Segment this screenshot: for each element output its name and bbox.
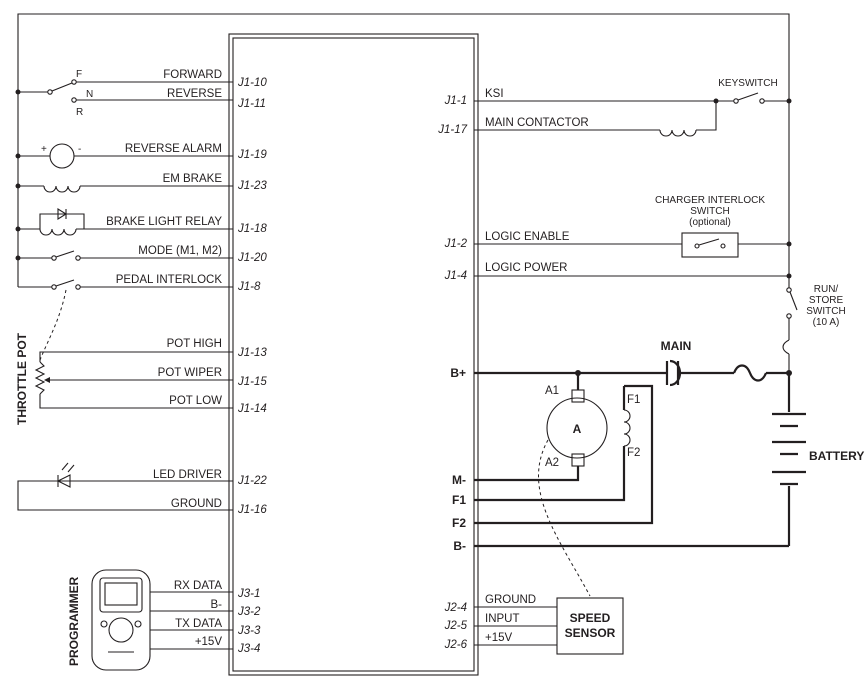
programmer-device: PROGRAMMER [67, 569, 233, 671]
pin-j1-17: J1-17 [437, 124, 467, 136]
left-labels: FORWARD J1-10 REVERSE J1-11 REVERSE ALAR… [106, 69, 267, 655]
switch-pos-r: R [76, 107, 83, 118]
pin-j1-20: J1-20 [237, 252, 267, 264]
label-input: INPUT [485, 613, 520, 625]
f1-field-label: F1 [627, 394, 640, 406]
speed-sensor-label-1: SPEED [570, 611, 611, 625]
forward-reverse-switch: F N R [15, 69, 233, 118]
throttle-pot-label: THROTTLE POT [15, 332, 29, 425]
label-15v-prog: +15V [195, 636, 223, 648]
battery: BATTERY [474, 373, 864, 548]
charger-interlock-label-3: (optional) [689, 217, 731, 228]
pin-j1-15: J1-15 [237, 376, 267, 388]
pin-j1-23: J1-23 [237, 180, 267, 192]
run-store-label-3: SWITCH [806, 306, 845, 317]
pin-j3-1: J3-1 [237, 588, 260, 600]
right-labels: KSI J1-1 MAIN CONTACTOR J1-17 LOGIC ENAB… [437, 88, 589, 651]
motor-label: A [573, 422, 582, 436]
pin-j2-4: J2-4 [444, 602, 467, 614]
pin-j1-16: J1-16 [237, 504, 267, 516]
label-ksi: KSI [485, 88, 504, 100]
label-pot-low: POT LOW [169, 395, 222, 407]
pin-j1-22: J1-22 [237, 475, 267, 487]
pin-j2-5: J2-5 [444, 620, 468, 632]
label-reverse: REVERSE [167, 88, 222, 100]
main-contactor-coil [474, 101, 717, 137]
label-tx-data: TX DATA [175, 618, 222, 630]
pin-j1-19: J1-19 [237, 149, 267, 161]
brake-light-relay [15, 208, 233, 236]
charger-interlock-label-1: CHARGER INTERLOCK [655, 195, 765, 206]
label-pot-high: POT HIGH [167, 338, 222, 350]
run-store-switch: RUN/ STORE SWITCH (10 A) [782, 276, 846, 373]
pin-j1-4: J1-4 [444, 270, 467, 282]
run-store-label-2: STORE [809, 295, 844, 306]
label-forward: FORWARD [163, 69, 222, 81]
terminal-m-minus: M- [452, 473, 466, 487]
throttle-pot: THROTTLE POT [15, 332, 233, 425]
reverse-alarm: + - [15, 143, 233, 169]
terminal-b-plus: B+ [450, 366, 466, 380]
label-mode: MODE (M1, M2) [138, 245, 222, 257]
motor-armature: A A1 A2 [474, 373, 608, 482]
label-led-driver: LED DRIVER [153, 469, 222, 481]
pin-j1-2: J1-2 [444, 238, 468, 250]
label-ground-left: GROUND [171, 498, 222, 510]
a2-label: A2 [545, 457, 559, 469]
em-brake-coil [15, 183, 233, 193]
terminal-f2: F2 [452, 516, 466, 530]
alarm-minus: - [78, 144, 81, 155]
pin-j3-3: J3-3 [237, 625, 261, 637]
pin-j1-10: J1-10 [237, 77, 267, 89]
speed-sensor: SPEED SENSOR [474, 439, 624, 655]
pin-j3-2: J3-2 [237, 606, 261, 618]
run-store-label-1: RUN/ [814, 284, 839, 295]
switch-pos-n: N [86, 89, 93, 100]
pin-j2-6: J2-6 [444, 639, 468, 651]
pin-j1-13: J1-13 [237, 347, 267, 359]
label-pedal-interlock: PEDAL INTERLOCK [116, 274, 223, 286]
label-pot-wiper: POT WIPER [158, 367, 222, 379]
pin-j1-18: J1-18 [237, 223, 267, 235]
keyswitch-label: KEYSWITCH [718, 78, 777, 89]
main-contactor-label: MAIN [661, 339, 692, 353]
label-15v-right: +15V [485, 632, 513, 644]
label-b-minus-prog: B- [211, 599, 223, 611]
label-logic-power: LOGIC POWER [485, 262, 567, 274]
b-plus-circuit: MAIN [474, 339, 792, 387]
charger-interlock-switch: CHARGER INTERLOCK SWITCH (optional) [474, 195, 792, 258]
label-em-brake: EM BRAKE [163, 173, 223, 185]
label-reverse-alarm: REVERSE ALARM [125, 143, 222, 155]
terminal-b-minus: B- [453, 539, 466, 553]
mode-switch [15, 250, 233, 261]
run-store-label-4: (10 A) [813, 317, 840, 328]
programmer-label: PROGRAMMER [67, 576, 81, 666]
label-rx-data: RX DATA [174, 580, 222, 592]
label-main-contactor: MAIN CONTACTOR [485, 117, 589, 129]
logic-power-wire [474, 273, 792, 279]
terminal-f1: F1 [452, 493, 466, 507]
led-driver [17, 462, 233, 511]
field-winding: F1 F2 [474, 384, 654, 525]
pedal-interlock-switch [18, 279, 233, 361]
speed-sensor-label-2: SENSOR [565, 626, 616, 640]
pin-j1-14: J1-14 [237, 403, 267, 415]
controller-box [228, 33, 479, 676]
pin-j1-11: J1-11 [237, 98, 266, 110]
switch-pos-f: F [76, 69, 82, 80]
a1-label: A1 [545, 385, 559, 397]
f2-field-label: F2 [627, 447, 640, 459]
alarm-plus: + [41, 144, 47, 155]
pin-j1-8: J1-8 [237, 281, 261, 293]
label-logic-enable: LOGIC ENABLE [485, 231, 570, 243]
label-ground-right: GROUND [485, 594, 536, 606]
ksi-keyswitch: KEYSWITCH [474, 78, 792, 104]
battery-label: BATTERY [809, 449, 864, 463]
pin-j1-1: J1-1 [444, 95, 467, 107]
pin-j3-4: J3-4 [237, 643, 260, 655]
label-brake-light-relay: BRAKE LIGHT RELAY [106, 216, 222, 228]
charger-interlock-label-2: SWITCH [690, 206, 729, 217]
